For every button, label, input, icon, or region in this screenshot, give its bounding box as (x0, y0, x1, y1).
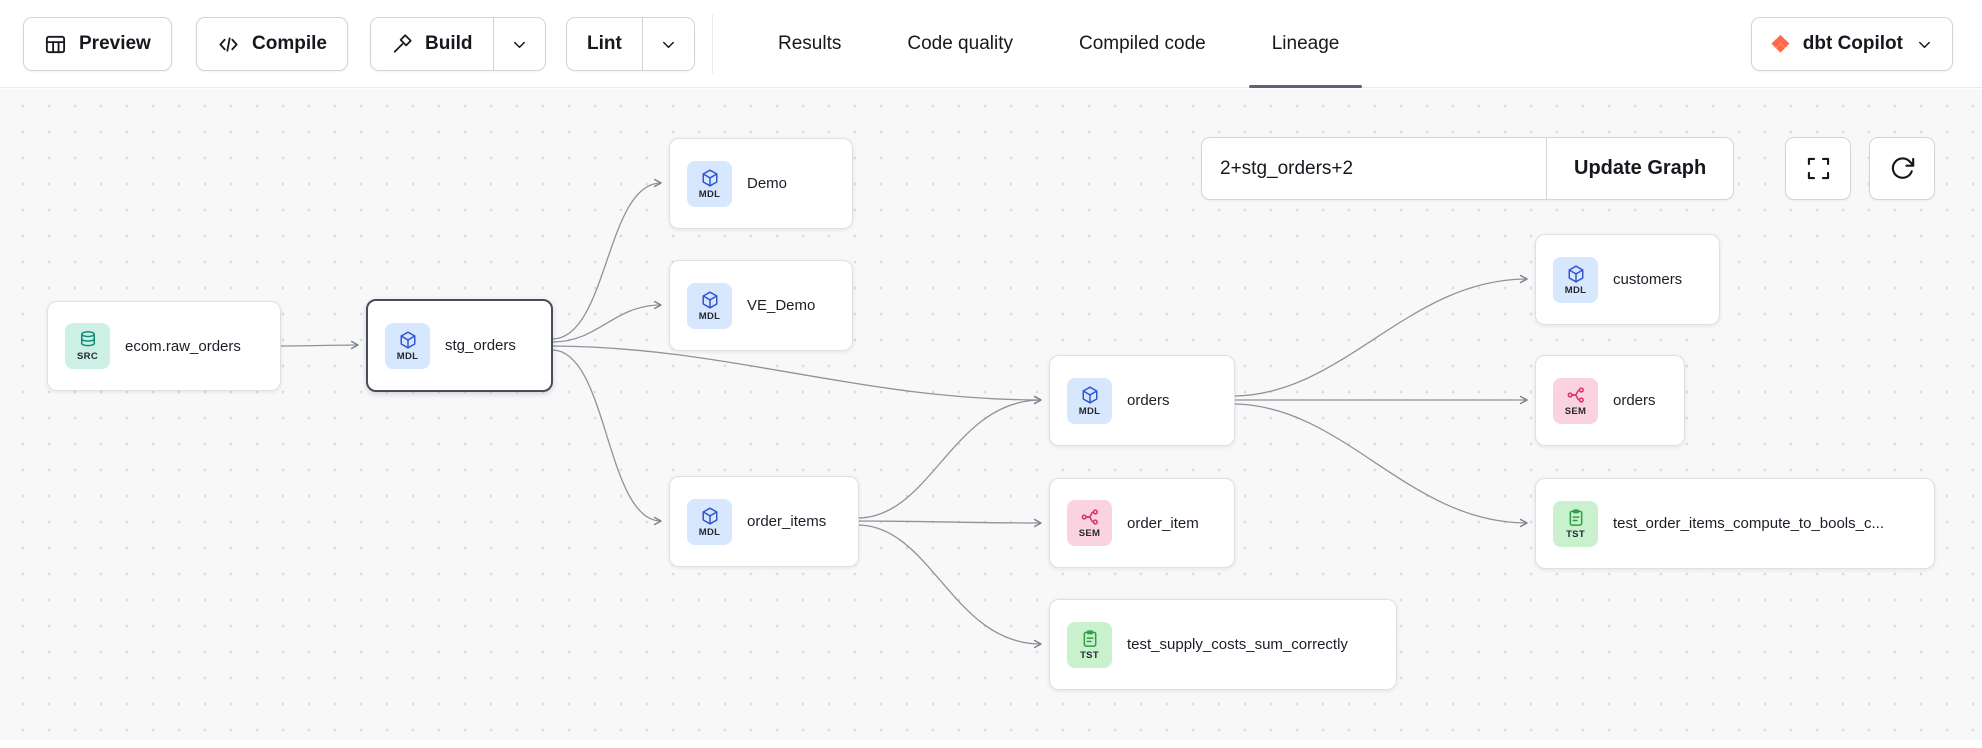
model-badge: MDL (687, 498, 732, 545)
refresh-icon (1891, 157, 1914, 179)
build-label: Build (425, 33, 473, 54)
preview-label: Preview (79, 33, 151, 54)
model-badge: MDL (1067, 377, 1112, 424)
node-label: orders (1613, 392, 1656, 409)
tab-label: Code quality (907, 33, 1013, 54)
update-graph-button[interactable]: Update Graph (1546, 138, 1734, 199)
node-label: stg_orders (445, 337, 516, 354)
lineage-canvas[interactable]: Update Graph SRC ecom.raw_orders (0, 89, 1982, 740)
node-label: orders (1127, 392, 1170, 409)
tab-compiled-code[interactable]: Compiled code (1046, 0, 1239, 88)
model-badge: MDL (385, 322, 430, 369)
badge-kind-label: MDL (1564, 284, 1587, 296)
dbt-logo-icon: ❖ (1770, 30, 1791, 57)
node-label: customers (1613, 271, 1683, 288)
branch-icon (1567, 386, 1584, 403)
badge-kind-label: MDL (1078, 405, 1101, 417)
preview-button[interactable]: Preview (23, 17, 172, 71)
badge-kind-label: MDL (698, 188, 721, 200)
model-cube-icon (702, 506, 717, 525)
badge-kind-label: TST (1566, 528, 1585, 540)
compile-button[interactable]: Compile (196, 17, 348, 71)
lineage-node-customers[interactable]: MDL customers (1535, 234, 1720, 325)
tab-label: Compiled code (1078, 33, 1206, 54)
compile-label: Compile (252, 33, 327, 54)
checklist-icon (1569, 508, 1582, 526)
lineage-node-order-item[interactable]: SEM order_item (1049, 478, 1235, 568)
node-label: Demo (747, 175, 788, 192)
tab-code-quality[interactable]: Code quality (874, 0, 1046, 88)
model-cube-icon (702, 168, 717, 187)
lineage-node-stg-orders[interactable]: MDL stg_orders (366, 299, 553, 392)
lineage-node-demo[interactable]: MDL Demo (669, 138, 853, 229)
result-tabs: Results Code quality Compiled code Linea… (745, 0, 1372, 88)
lineage-node-ecom-raw-orders[interactable]: SRC ecom.raw_orders (47, 301, 281, 391)
model-cube-icon (702, 290, 717, 309)
lineage-node-orders-semantic[interactable]: SEM orders (1535, 355, 1685, 446)
dbt-copilot-button[interactable]: ❖ dbt Copilot (1751, 17, 1953, 71)
tab-label: Results (778, 33, 842, 54)
badge-kind-label: SEM (1564, 405, 1587, 417)
tab-lineage[interactable]: Lineage (1239, 0, 1373, 88)
lineage-node-test-supply-costs[interactable]: TST test_supply_costs_sum_correctly (1049, 599, 1397, 690)
lineage-node-test-order-items[interactable]: TST test_order_items_compute_to_bools_c.… (1535, 478, 1935, 569)
badge-kind-label: SEM (1078, 528, 1101, 539)
build-dropdown-button[interactable] (492, 18, 545, 70)
build-button[interactable]: Build (371, 18, 493, 70)
lineage-edges (280, 178, 1528, 649)
lineage-node-orders-model[interactable]: MDL orders (1049, 355, 1235, 446)
lineage-selector-input[interactable] (1202, 138, 1546, 199)
node-label: VE_Demo (747, 297, 816, 314)
lineage-node-order-items[interactable]: MDL order_items (669, 476, 859, 567)
checklist-icon (1083, 629, 1096, 647)
node-label: test_order_items_compute_to_bools_c... (1613, 515, 1884, 532)
dbt-copilot-label: dbt Copilot (1802, 33, 1903, 54)
refresh-button[interactable] (1869, 137, 1935, 200)
node-label: order_items (747, 513, 827, 530)
node-label: test_supply_costs_sum_correctly (1127, 636, 1348, 653)
model-cube-icon (1568, 264, 1583, 283)
branch-icon (1081, 509, 1098, 525)
test-badge: TST (1067, 621, 1112, 668)
node-label: order_item (1127, 514, 1199, 532)
semantic-badge: SEM (1553, 377, 1598, 424)
badge-kind-label: TST (1080, 649, 1099, 661)
hammer-icon (393, 34, 412, 53)
top-toolbar: Preview Compile Build Lint (0, 0, 1982, 88)
model-badge: MDL (1553, 256, 1598, 303)
table-icon (45, 35, 66, 53)
lint-button[interactable]: Lint (567, 18, 642, 70)
chevron-down-icon (513, 41, 525, 48)
model-badge: MDL (687, 282, 732, 329)
fullscreen-button[interactable] (1785, 137, 1851, 200)
code-icon (219, 36, 238, 52)
lint-label: Lint (587, 33, 622, 54)
tab-label: Lineage (1271, 33, 1340, 54)
semantic-badge: SEM (1067, 500, 1112, 546)
build-split-button: Build (370, 17, 546, 71)
test-badge: TST (1553, 500, 1598, 547)
chevron-down-icon (662, 41, 674, 48)
badge-kind-label: MDL (698, 526, 721, 538)
model-badge: MDL (687, 160, 732, 207)
tab-results[interactable]: Results (745, 0, 874, 88)
badge-kind-label: MDL (396, 350, 419, 362)
model-cube-icon (1082, 385, 1097, 404)
toolbar-divider (712, 14, 713, 74)
chevron-down-icon (1918, 41, 1931, 48)
fullscreen-icon (1807, 157, 1829, 180)
lineage-selector-group: Update Graph (1201, 137, 1735, 200)
lineage-node-ve-demo[interactable]: MDL VE_Demo (669, 260, 853, 351)
badge-kind-label: SRC (77, 351, 98, 362)
model-cube-icon (400, 330, 415, 349)
lint-dropdown-button[interactable] (641, 18, 694, 70)
database-icon (80, 331, 95, 347)
badge-kind-label: MDL (698, 310, 721, 322)
source-badge: SRC (65, 323, 110, 369)
lint-split-button: Lint (566, 17, 695, 71)
node-label: ecom.raw_orders (125, 337, 241, 355)
